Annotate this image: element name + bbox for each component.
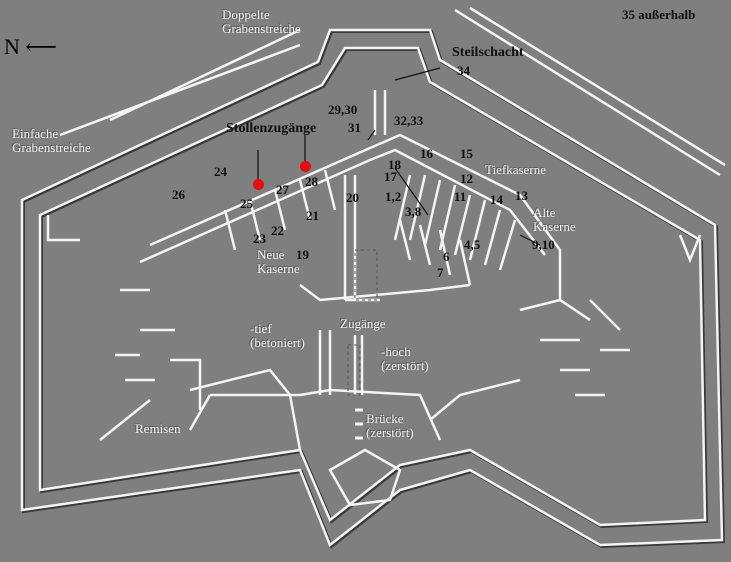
number-label: 21 — [306, 208, 319, 223]
number-label: 26 — [172, 187, 185, 202]
number-label: 12 — [460, 171, 473, 186]
label-line: Kaserne — [257, 260, 300, 276]
number-label: 13 — [515, 188, 528, 203]
label-zugaenge: Zugänge — [340, 316, 386, 331]
red-marker — [300, 161, 311, 172]
number-label: 25 — [240, 196, 253, 211]
label-line: Brücke — [366, 411, 404, 426]
label-stollenzugaenge: Stollenzugänge — [226, 121, 317, 136]
number-label: 14 — [490, 192, 503, 207]
number-label: 28 — [305, 174, 318, 189]
label-line: Neue — [257, 247, 285, 262]
arrow-left-icon: ⟵ — [25, 34, 57, 59]
label-line: Doppelte — [222, 7, 270, 22]
outside-note: 35 außerhalb — [622, 7, 696, 22]
label-line: Alte — [533, 205, 556, 220]
red-marker — [253, 179, 264, 190]
number-label: 24 — [214, 164, 227, 179]
number-label: 15 — [460, 146, 473, 161]
label-tiefkaserne: Tiefkaserne — [485, 162, 546, 177]
number-label: 31 — [348, 120, 361, 135]
label-line: -tief — [250, 321, 272, 336]
number-label: 9,10 — [532, 237, 555, 252]
label-steilschacht: Steilschacht — [452, 45, 524, 60]
number-label: 23 — [253, 231, 266, 246]
number-label: 7 — [437, 265, 444, 280]
label-line: Kaserne — [533, 218, 576, 234]
north-indicator: N ⟵ — [4, 34, 57, 60]
number-label: 1,2 — [385, 189, 402, 204]
label-bruecke: Brücke(zerstört) — [366, 412, 414, 439]
label-line: (betoniert) — [250, 334, 305, 350]
label-line: Einfache — [12, 126, 59, 141]
number-label: 18 — [388, 157, 401, 172]
north-label: N — [4, 34, 20, 59]
label-remisen: Remisen — [135, 421, 181, 436]
label-line: Grabenstreiche — [222, 20, 301, 36]
label-hoch: -hoch(zerstört) — [381, 345, 429, 372]
number-label: 34 — [457, 63, 470, 78]
number-label: 4,5 — [464, 237, 481, 252]
label-tief: -tief(betoniert) — [250, 322, 305, 349]
label-line: -hoch — [381, 344, 411, 359]
label-line: (zerstört) — [366, 424, 414, 440]
label-line: Grabenstreiche — [12, 139, 91, 155]
number-label: 32,33 — [394, 113, 424, 128]
number-label: 29,30 — [328, 102, 358, 117]
number-label: 3,8 — [405, 204, 422, 219]
number-label: 27 — [276, 182, 289, 197]
number-label: 17 — [384, 169, 397, 184]
number-label: 6 — [443, 249, 450, 264]
number-label: 20 — [346, 190, 359, 205]
number-label: 11 — [454, 189, 467, 204]
label-line: (zerstört) — [381, 357, 429, 373]
number-label: 19 — [296, 247, 309, 262]
number-label: 16 — [420, 146, 433, 161]
number-label: 22 — [271, 223, 284, 238]
